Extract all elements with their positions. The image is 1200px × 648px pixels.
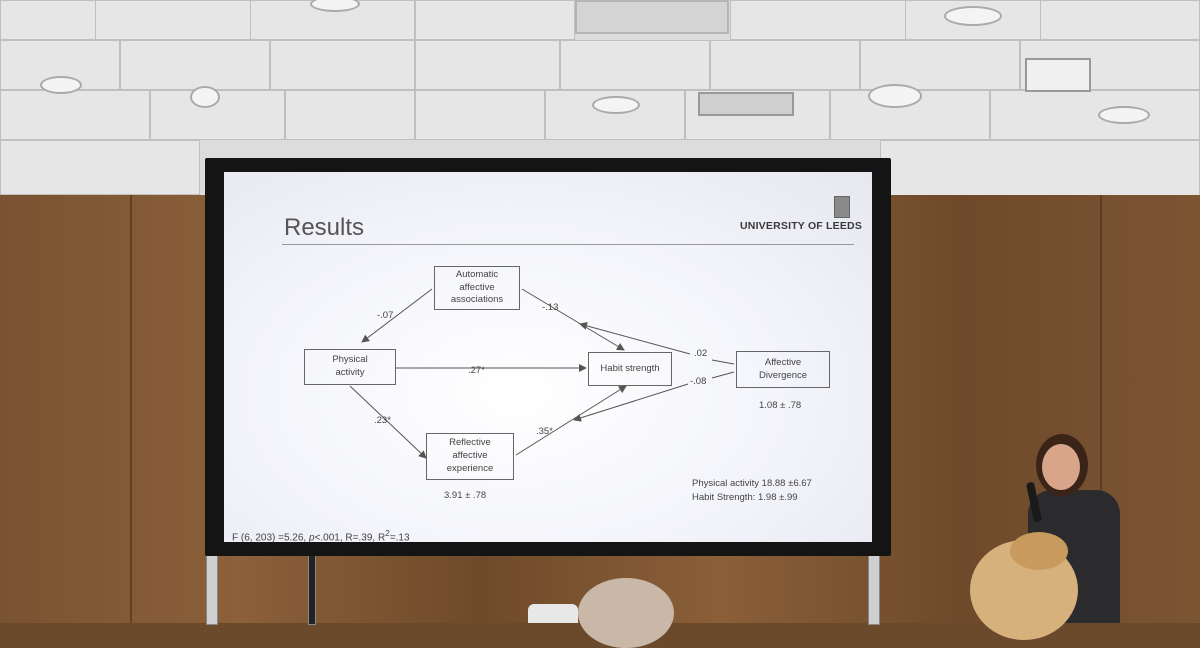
stat-physical-activity: Physical activity 18.88 ±6.67: [692, 478, 812, 489]
coef-divergence-a: .02: [694, 348, 708, 359]
ceiling-tile: [860, 40, 1020, 90]
audience-head: [578, 578, 674, 648]
path-arrows: [349, 288, 735, 459]
ceiling-tile: [730, 0, 910, 40]
node-physical-activity: Physical activity: [304, 349, 396, 385]
arrow-automatic-habit: [521, 288, 625, 351]
ceiling-tile: [710, 40, 860, 90]
fit-p-symbol: p: [309, 532, 315, 542]
ceiling-recess: [575, 0, 729, 34]
coef-physical-automatic: -.07: [377, 310, 394, 321]
node-habit-strength: Habit strength: [588, 352, 672, 386]
ceiling-tile: [415, 40, 560, 90]
presenter-face: [1042, 444, 1080, 490]
arrow-divergence-reflective: [573, 383, 689, 422]
ceiling-tile: [95, 0, 255, 40]
security-camera-icon: [190, 86, 220, 108]
stat-habit-strength: Habit Strength: 1.98 ±.99: [692, 492, 798, 503]
ceiling-light-icon: [944, 6, 1002, 26]
stat-reflective: 3.91 ± .78: [444, 490, 487, 501]
ceiling-tile: [990, 90, 1200, 140]
smoke-detector-icon: [868, 84, 922, 108]
ceiling-tile: [0, 0, 100, 40]
wall-panel-seam: [1100, 195, 1102, 623]
arrow-divergence-automatic: [579, 321, 691, 355]
ceiling-device-icon: [1025, 58, 1091, 92]
coef-automatic-habit: -.13: [542, 302, 559, 313]
ceiling: [0, 0, 1200, 200]
university-crest-icon: [834, 196, 850, 218]
fit-rest: <.001, R=.39, R: [314, 532, 386, 542]
screen-stand-leg: [206, 555, 218, 625]
ceiling-light-icon: [1098, 106, 1150, 124]
ceiling-light-icon: [592, 96, 640, 114]
arrow-reflective-habit: [515, 385, 627, 456]
fit-superscript: 2: [385, 528, 390, 538]
screen-stand-pole: [308, 555, 316, 625]
ceiling-tile: [880, 140, 1200, 200]
ceiling-tile: [0, 140, 200, 195]
node-automatic-affective-associations: Automatic affective associations: [434, 266, 520, 310]
ceiling-tile: [1040, 0, 1200, 40]
arrow-physical-automatic: [361, 288, 433, 343]
link-divergence-b: [711, 371, 735, 379]
ceiling-tile: [270, 40, 415, 90]
fit-prefix: F (6, 203) =5.26,: [232, 532, 309, 542]
node-affective-divergence: Affective Divergence: [736, 351, 830, 388]
node-reflective-affective-experience: Reflective affective experience: [426, 433, 514, 480]
link-divergence-a: [711, 359, 735, 365]
ceiling-tile: [120, 40, 270, 90]
fit-tail: =.13: [389, 532, 410, 542]
ceiling-tile: [560, 40, 710, 90]
ceiling-tile: [415, 0, 575, 40]
audience-cup: [528, 604, 578, 623]
ceiling-tile: [0, 90, 150, 140]
air-vent-icon: [698, 92, 794, 116]
slide-title: Results: [284, 214, 365, 241]
audience-hair-bun: [1010, 532, 1068, 570]
arrow-physical-reflective: [349, 385, 427, 459]
wall-panel-seam: [130, 195, 132, 623]
ceiling-tile: [415, 90, 545, 140]
coef-physical-habit: .27*: [468, 365, 485, 376]
ceiling-tile: [285, 90, 415, 140]
model-fit-statistics: F (6, 203) =5.26, p<.001, R=.39, R2=.13: [232, 528, 410, 542]
coef-reflective-habit: .35*: [536, 426, 553, 437]
ceiling-light-icon: [40, 76, 82, 94]
coef-physical-reflective: .23*: [374, 415, 391, 426]
university-logo-text: UNIVERSITY OF LEEDS: [740, 220, 863, 232]
coef-divergence-b: -.08: [690, 376, 707, 387]
screen-stand-leg: [868, 555, 880, 625]
title-divider: [282, 244, 854, 245]
ceiling-light-icon: [310, 0, 360, 12]
presentation-slide: Results UNIVERSITY OF LEEDS Automatic af…: [224, 172, 872, 542]
stat-affective-divergence: 1.08 ± .78: [759, 400, 802, 411]
